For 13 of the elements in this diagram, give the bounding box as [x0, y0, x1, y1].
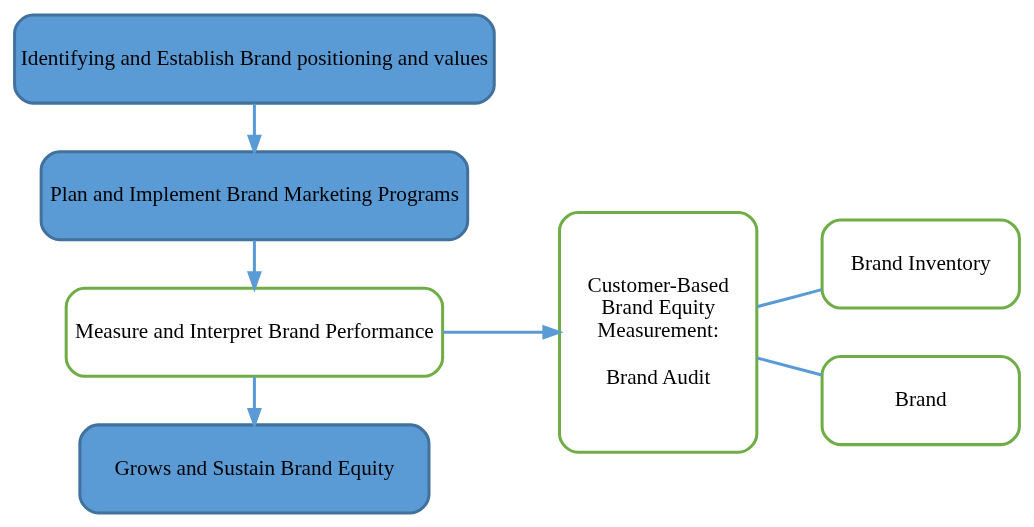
node-box: Measure and Interpret Brand Performance [64, 286, 445, 378]
arrow [246, 376, 262, 429]
connector [756, 287, 823, 308]
node-box: Brand [820, 354, 1021, 446]
arrow [442, 324, 564, 340]
node-box: Brand Inventory [820, 217, 1021, 310]
arrow [246, 103, 262, 156]
arrow [246, 239, 262, 293]
node-box: Grows and Sustain Brand Equity [78, 422, 431, 514]
connector [756, 355, 823, 376]
node-box: Identifying and Establish Brand positioning and values [13, 13, 496, 105]
node-box: Customer-Based Brand Equity Measurement: Brand Audit [558, 210, 759, 454]
node-box: Plan and Implement Brand Marketing Programs [39, 149, 470, 241]
